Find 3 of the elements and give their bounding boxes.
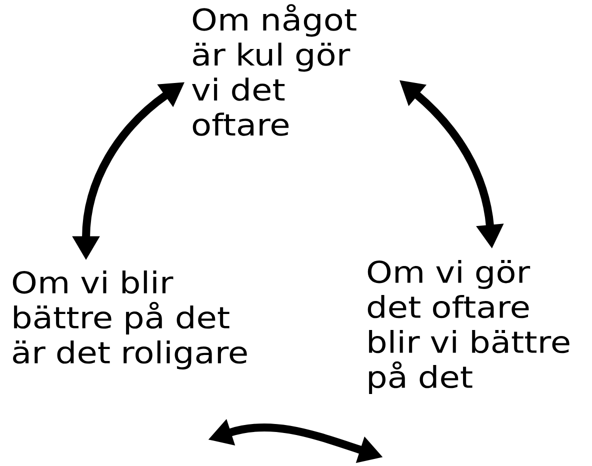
text-label: Om vi blir bättre på det är det roligare — [12, 270, 247, 370]
text-label: Om något är kul gör vi det oftare — [192, 4, 356, 136]
text-label: Om vi gör det oftare blir vi bättre på det — [368, 260, 570, 394]
